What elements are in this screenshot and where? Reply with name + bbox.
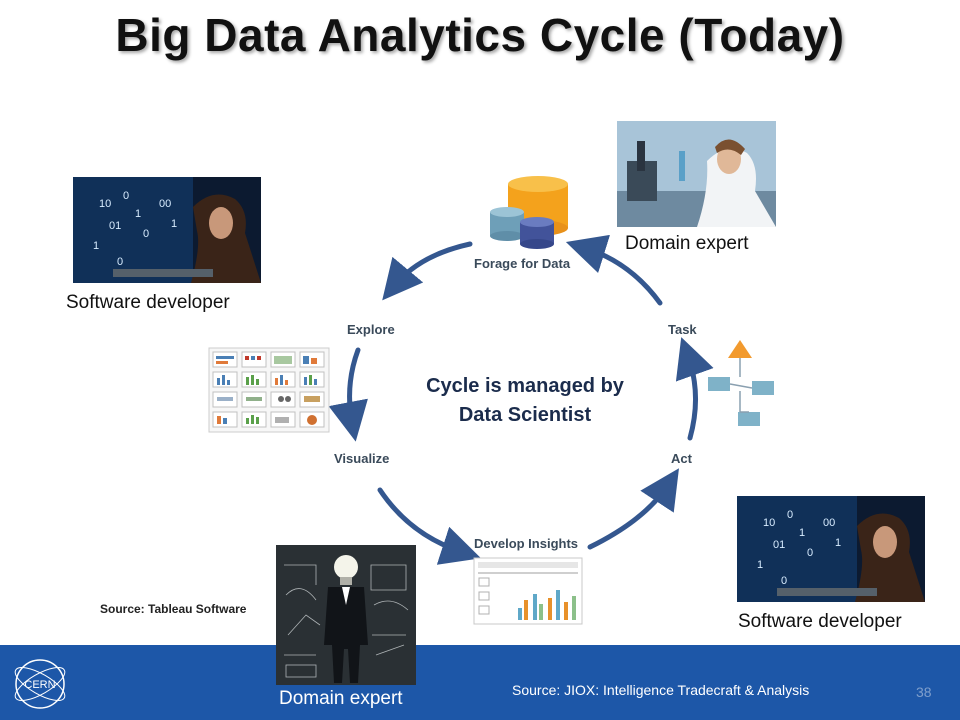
cern-logo-text: CERN xyxy=(24,679,55,691)
svg-text:00: 00 xyxy=(159,198,171,210)
svg-text:10: 10 xyxy=(99,198,111,210)
arrow-explore-to-visualize xyxy=(328,347,368,442)
stage-forage-for-data: Forage for Data xyxy=(474,256,571,271)
arrow-act-to-task xyxy=(675,337,714,441)
scientist-photo-icon xyxy=(617,121,776,227)
center-line-2: Data Scientist xyxy=(458,404,592,426)
svg-text:1: 1 xyxy=(835,537,841,549)
svg-text:1: 1 xyxy=(757,559,763,571)
caption-domain-expert-top-right: Domain expert xyxy=(625,233,749,254)
svg-text:0: 0 xyxy=(123,190,129,202)
svg-text:01: 01 xyxy=(773,539,785,551)
arrow-develop-to-act xyxy=(587,468,679,550)
svg-text:00: 00 xyxy=(823,517,835,529)
svg-text:0: 0 xyxy=(781,575,787,587)
stage-develop-insights: Develop Insights xyxy=(474,536,579,551)
svg-text:10: 10 xyxy=(763,517,775,529)
stage-visualize: Visualize xyxy=(334,451,390,466)
footer-bar xyxy=(0,645,960,720)
stage-explore: Explore xyxy=(347,322,395,337)
cycle-center-text: Cycle is managed by Data Scientist xyxy=(380,372,670,430)
center-line-1: Cycle is managed by xyxy=(426,375,624,397)
visualization-grid-icon xyxy=(208,347,330,433)
caption-domain-expert-bottom-left: Domain expert xyxy=(279,688,403,709)
svg-text:01: 01 xyxy=(109,220,121,232)
cern-logo: CERN xyxy=(10,655,70,713)
svg-text:1: 1 xyxy=(799,527,805,539)
photo-domain-expert-top-right xyxy=(617,121,776,227)
stage-act: Act xyxy=(671,451,692,466)
svg-text:0: 0 xyxy=(787,509,793,521)
photo-domain-expert-bottom-left xyxy=(276,545,416,685)
lightbulb-man-photo-icon xyxy=(276,545,416,685)
cycle-arrows xyxy=(328,234,714,565)
page-number: 38 xyxy=(916,684,932,700)
task-flow-icon xyxy=(708,340,774,426)
slide-title: Big Data Analytics Cycle (Today) xyxy=(115,9,845,61)
arrow-forage-to-explore xyxy=(382,241,473,301)
insights-dashboard-icon xyxy=(473,557,583,625)
arrow-task-to-forage xyxy=(565,234,663,306)
svg-text:0: 0 xyxy=(117,256,123,268)
source-tableau: Source: Tableau Software xyxy=(100,602,247,616)
svg-text:1: 1 xyxy=(135,208,141,220)
caption-software-developer-top-left: Software developer xyxy=(66,292,230,313)
caption-software-developer-bottom-right: Software developer xyxy=(738,611,902,632)
stage-task: Task xyxy=(668,322,697,337)
footer-source: Source: JIOX: Intelligence Tradecraft & … xyxy=(512,682,810,698)
cern-logo-icon: CERN xyxy=(14,659,66,709)
svg-text:1: 1 xyxy=(93,240,99,252)
database-icon xyxy=(490,176,568,249)
svg-text:0: 0 xyxy=(143,228,149,240)
svg-text:1: 1 xyxy=(171,218,177,230)
svg-text:0: 0 xyxy=(807,547,813,559)
arrow-visualize-to-develop xyxy=(377,487,482,565)
